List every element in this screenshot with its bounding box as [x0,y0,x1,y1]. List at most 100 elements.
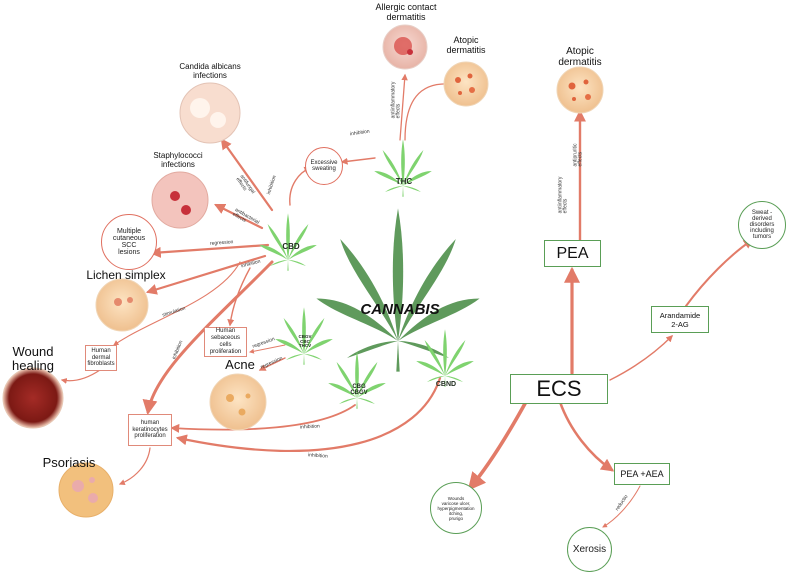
sweat-line-4: including [750,228,774,234]
scc-line-2: cutaneous [112,235,146,242]
edge-label-inhibition-cbnd: inhibition [307,452,328,460]
thc-leaf-icon [374,139,432,197]
acne-image [209,373,267,431]
wounds-line-5: prurigo [448,515,463,521]
atopic-left-line-1: Atopic [453,35,479,45]
sebaceous-line-2: sebaceous [210,335,240,342]
cbnd-label: CBND [435,381,457,388]
xerosis-circle: Xerosis [567,527,612,572]
allergic-title-line-1: Allergic contact [375,2,437,12]
arrow-cbd-lichen [145,254,267,295]
atopic-right-image [556,66,604,114]
arrow-ecs-wounds [467,398,529,491]
keratinocytes-line-3: proliferation [134,433,166,440]
sebaceous-line-1: Human [215,328,236,335]
arrow-ecs-arandamide [609,335,673,381]
wounds-line-3: hyperpigmentation [437,505,475,511]
arandamide-line-1: Arandamide [659,310,701,320]
wounds-circle: Wounds varicose ulcer, hyperpigmentation… [430,482,482,534]
lichen-title: Lichen simplex [86,268,166,282]
edge-label-antiinflammatory-thc: antiinflammatory effects [390,82,402,119]
psoriasis-title: Psoriasis [42,455,96,470]
edge-label-inhibition-cbg: inhibition [299,423,320,431]
cbgv-group-line-1: CBGV [298,334,312,339]
cbgv-group-label: CBGV CBC THCV [290,334,320,349]
wounds-line-2: varicose ulcer, [441,500,471,506]
arandamide-box: Arandamide 2-AG [651,306,709,333]
cbgv-group-line-2: CBC [300,338,310,344]
arrow-cbd-fibroblasts [113,261,241,346]
arrow-arandamide-sweat [685,238,754,307]
sweat-line-1: Sweat - [751,210,773,216]
arrow-pea-aea-xerosis [602,485,641,528]
wound-image [2,367,64,429]
wound-line-2: healing [12,358,54,374]
sebaceous-box: Human sebaceous cells proliferation [204,327,247,357]
antiinflammatory-pea-line-2: effects [562,198,569,214]
ecs-box: ECS [510,374,608,404]
candida-line-2: infections [193,70,227,80]
atopic-left-image [443,61,489,107]
thc-label: THC [395,177,413,186]
arrow-cbg-keratinocytes [170,404,356,433]
sebaceous-line-3: cells [219,342,232,348]
sweat-line-2: derived [752,216,772,222]
keratinocytes-line-2: keratinocytes [132,426,168,433]
keratinocytes-box: human keratinocytes proliferation [128,414,172,446]
arandamide-line-2: 2-AG [671,319,689,329]
sebaceous-line-4: proliferation [209,348,242,355]
fibroblasts-line-3: fibroblasts [87,361,115,368]
arrow-thc-atopic [404,80,452,141]
staph-title: Staphylococci infections [138,151,218,170]
arrow-thc-allergic [399,73,408,141]
sweating-line-2: sweating [312,166,336,172]
cannabis-leaf-icon [316,208,480,372]
cbd-label: CBD [282,242,300,251]
arrow-cbd-keratinocytes [142,260,274,415]
sweat-line-5: tumors [752,234,772,240]
arrow-keratinocytes-psoriasis [118,447,151,486]
pea-aea-box: PEA +AEA [614,463,670,485]
arrow-cbd-staph [214,203,264,230]
fibroblasts-line-1: Human [91,347,111,354]
atopic-left-title: Atopic dermatitis [434,35,498,56]
staph-line-2: infections [161,159,195,169]
arrow-cbnd-keratinocytes [175,376,442,453]
atopic-right-line-2: dermatitis [558,57,602,68]
antipruritic-line-2: effects [577,151,584,167]
atopic-left-line-2: dermatitis [446,44,486,55]
sweating-circle: Excessive sweating [305,147,343,185]
antiinflammatory-thc-line-2: effects [395,103,402,119]
candida-title: Candida albicans infections [160,62,260,81]
lichen-image [95,278,149,332]
sweating-line-1: Excessive [310,160,338,166]
allergic-title-line-2: dermatitis [386,11,426,22]
fibroblasts-line-2: dermal [91,354,111,361]
keratinocytes-line-1: human [140,419,160,426]
sweat-disorders-circle: Sweat - derived disorders including tumo… [738,201,786,249]
arrow-cbd-candida [220,138,274,212]
cbg-leaf-icon [328,351,386,409]
arrow-group [60,73,754,528]
arrow-cbgv-sebaceous [249,344,286,354]
arrow-ecs-pea-aea [558,400,615,472]
cbg-group-line-2: CBGV [350,390,368,397]
psoriasis-image [58,462,114,518]
wound-title: Wound healing [2,344,64,374]
arrow-cbd-sebaceous [227,267,251,327]
pea-box: PEA [544,240,601,267]
scc-circle: Multiple cutaneous SCC lesions [101,214,157,270]
cannabis-title: CANNABIS [360,301,440,318]
staph-line-1: Staphylococci [153,151,203,160]
scc-line-4: lesions [118,249,140,256]
staph-image [151,171,209,229]
sweat-line-3: disorders [749,222,775,228]
arrow-cbgv-acne [258,357,286,371]
wounds-line-1: Wounds [447,495,465,501]
scc-line-3: SCC [121,242,137,249]
cbg-group-line-1: CBG [352,384,366,390]
atopic-right-title: Atopic dermatitis [548,46,612,68]
allergic-contact-image [382,24,428,70]
arrow-cbd-scc [149,243,270,258]
